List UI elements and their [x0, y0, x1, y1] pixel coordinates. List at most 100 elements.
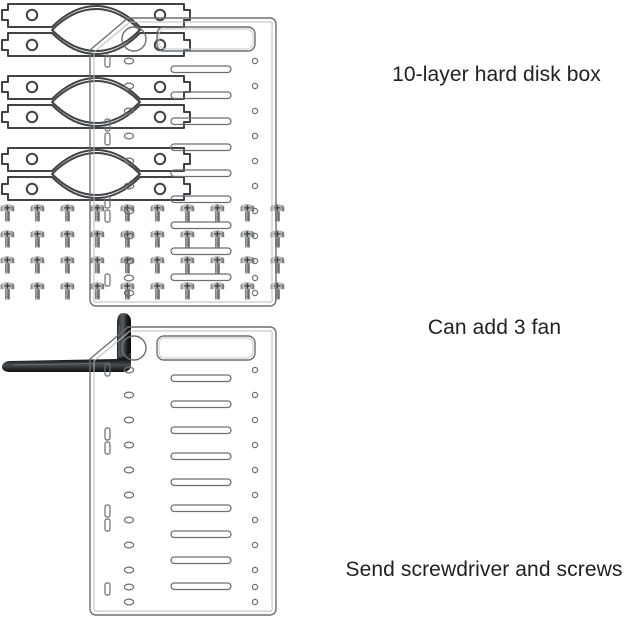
round-hole — [251, 516, 259, 524]
hex-key-long-arm — [2, 353, 131, 372]
edge-slot — [104, 582, 111, 596]
plate-top-slot-inner — [158, 28, 254, 50]
round-hole — [251, 441, 259, 449]
plate-edge-slots — [104, 54, 111, 287]
plate-vent-slots — [170, 65, 232, 282]
plate-top-slot-inner — [158, 337, 254, 359]
oval-hole — [123, 257, 135, 265]
label-can-add-fan: Can add 3 fan — [427, 316, 562, 339]
vent-slot — [170, 374, 232, 383]
oval-hole — [123, 583, 135, 591]
round-hole — [251, 274, 259, 282]
hard-disk-plate-top — [88, 16, 278, 308]
edge-slot — [104, 54, 111, 68]
plate-right-round-holes — [251, 57, 259, 297]
edge-slot — [104, 273, 111, 287]
round-hole — [251, 366, 259, 374]
vent-slot — [170, 582, 232, 591]
edge-slot — [104, 118, 111, 132]
plate-outline — [89, 17, 277, 307]
edge-slot — [104, 441, 111, 455]
vent-slot — [170, 247, 232, 256]
oval-hole — [123, 598, 135, 606]
round-hole — [251, 82, 259, 90]
oval-hole — [123, 491, 135, 499]
round-hole — [251, 57, 259, 65]
round-hole — [251, 207, 259, 215]
hex-key-short-arm — [117, 313, 131, 361]
vent-slot — [170, 530, 232, 539]
plate-edge-slots — [104, 363, 111, 596]
plate-top-slot — [156, 335, 256, 361]
vent-slot — [170, 195, 232, 204]
round-hole — [251, 132, 259, 140]
label-hard-disk-box: 10-layer hard disk box — [392, 63, 601, 86]
plate-top-slot — [156, 26, 256, 52]
vent-slot — [170, 117, 232, 126]
edge-slot — [104, 363, 111, 377]
oval-hole — [123, 57, 135, 65]
vent-slot — [170, 169, 232, 178]
plate-left-oval-holes — [123, 57, 135, 297]
plate-top-svg — [89, 17, 277, 307]
edge-slot — [104, 132, 111, 146]
oval-hole — [123, 541, 135, 549]
oval-hole — [123, 416, 135, 424]
label-send-screwdriver: Send screwdriver and screws — [345, 558, 623, 581]
vent-slot — [170, 452, 232, 461]
round-hole — [251, 157, 259, 165]
oval-hole — [123, 466, 135, 474]
oval-hole — [123, 132, 135, 140]
oval-hole — [123, 441, 135, 449]
round-hole — [251, 491, 259, 499]
round-hole — [251, 182, 259, 190]
oval-hole — [123, 391, 135, 399]
round-hole — [251, 416, 259, 424]
edge-slot — [104, 209, 111, 223]
vent-slot — [170, 556, 232, 565]
round-hole — [251, 466, 259, 474]
oval-hole — [123, 274, 135, 282]
vent-slot — [170, 478, 232, 487]
plate-round-hole — [121, 335, 147, 361]
round-hole — [251, 289, 259, 297]
round-hole — [251, 257, 259, 265]
plate-inner-edge — [93, 21, 273, 303]
oval-hole — [123, 182, 135, 190]
edge-slot — [104, 195, 111, 209]
vent-slot — [170, 504, 232, 513]
edge-slot — [104, 518, 111, 532]
oval-hole — [123, 207, 135, 215]
vent-slot — [170, 400, 232, 409]
oval-hole — [123, 107, 135, 115]
oval-hole — [123, 516, 135, 524]
round-hole — [251, 566, 259, 574]
edge-slot — [104, 427, 111, 441]
vent-slot — [170, 221, 232, 230]
vent-slot — [170, 65, 232, 74]
plate-vent-slots — [170, 374, 232, 591]
round-hole — [251, 541, 259, 549]
oval-hole — [123, 289, 135, 297]
vent-slot — [170, 426, 232, 435]
oval-hole — [123, 157, 135, 165]
oval-hole — [123, 566, 135, 574]
round-hole — [251, 583, 259, 591]
round-hole — [251, 232, 259, 240]
plate-bottom-svg — [89, 326, 277, 616]
vent-slot — [170, 143, 232, 152]
plate-right-round-holes — [251, 366, 259, 606]
edge-slot — [104, 504, 111, 518]
oval-hole — [123, 82, 135, 90]
round-hole — [251, 391, 259, 399]
plate-outline — [89, 326, 277, 616]
round-hole — [251, 598, 259, 606]
vent-slot — [170, 273, 232, 282]
plate-left-oval-holes — [123, 366, 135, 606]
vent-slot — [170, 91, 232, 100]
plate-inner-edge — [93, 330, 273, 612]
hard-disk-plate-bottom — [88, 325, 278, 617]
oval-hole — [123, 232, 135, 240]
oval-hole — [123, 366, 135, 374]
